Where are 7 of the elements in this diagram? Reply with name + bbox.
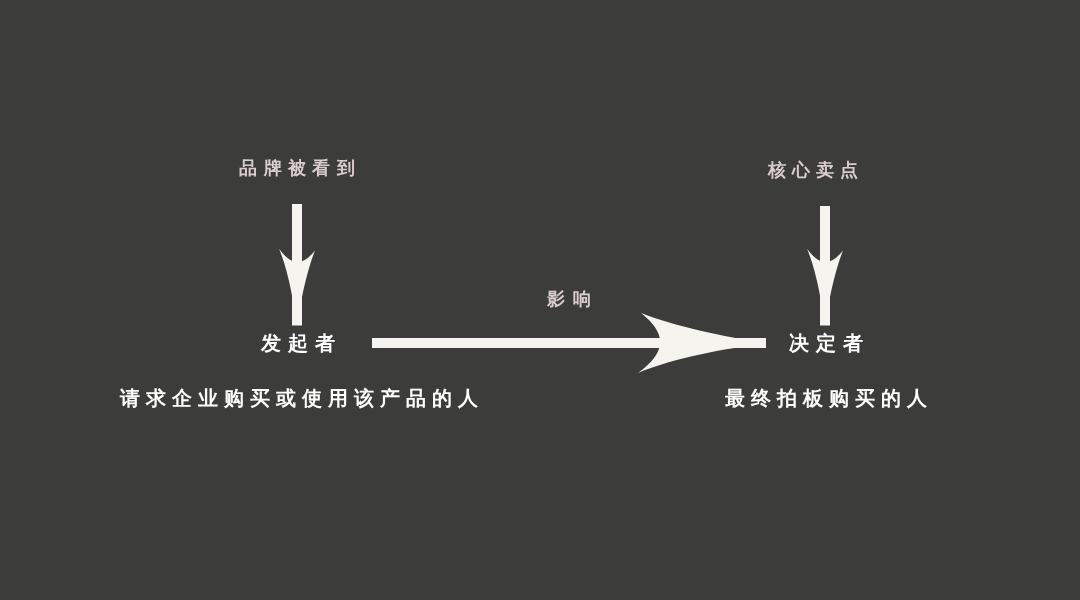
- node-caption: 最终拍板购买的人: [724, 384, 933, 412]
- node-text: 品牌被看到: [233, 156, 361, 180]
- edge-label: 影响: [546, 287, 598, 311]
- node-text: 发起者: [254, 329, 342, 357]
- node-caption: 请求企业购买或使用该产品的人: [118, 384, 484, 412]
- node-text: 决定者: [782, 329, 870, 357]
- node-text: 核心卖点: [761, 158, 865, 182]
